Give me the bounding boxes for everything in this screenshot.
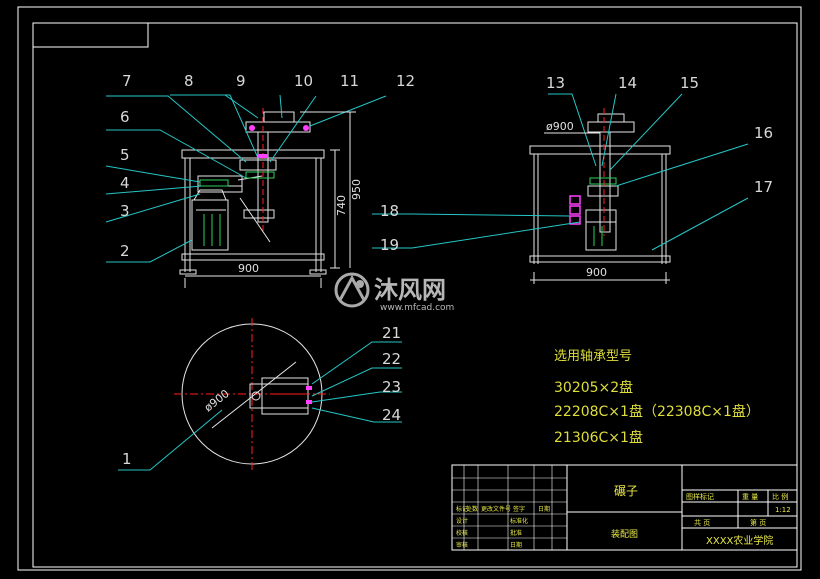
tb-drawing-type: 装配图 xyxy=(611,528,638,540)
balloon-2: 2 xyxy=(120,242,130,260)
tb-approve-label: 批准 xyxy=(510,529,522,537)
watermark-url: www.mfcad.com xyxy=(380,303,454,313)
watermark-brand: 沐风网 xyxy=(374,276,446,304)
dim-side-diameter: ø900 xyxy=(546,120,574,133)
balloon-1: 1 xyxy=(122,450,132,468)
watermark-logo xyxy=(334,272,370,308)
balloon-17: 17 xyxy=(754,178,773,196)
dim-front-950: 950 xyxy=(350,179,363,200)
balloon-7: 7 xyxy=(122,72,132,90)
dim-front-740: 740 xyxy=(335,195,348,216)
front-view: 7 8 9 10 11 12 6 5 4 3 2 900 740 950 xyxy=(105,72,415,288)
tb-weight-header: 重 量 xyxy=(742,493,758,501)
balloon-11: 11 xyxy=(340,72,359,90)
bearing-line-3: 21306C×1盘 xyxy=(554,429,643,446)
balloon-23: 23 xyxy=(382,378,401,396)
balloon-10: 10 xyxy=(294,72,313,90)
tb-change-doc-label: 更改文件号 xyxy=(481,505,511,513)
balloon-18: 18 xyxy=(380,202,399,220)
balloon-12: 12 xyxy=(396,72,415,90)
tb-organization: XXXX农业学院 xyxy=(706,534,773,547)
balloon-22: 22 xyxy=(382,350,401,368)
tb-mark-header: 图样标记 xyxy=(686,492,714,501)
bearing-line-1: 30205×2盘 xyxy=(554,379,633,396)
top-view: 21 22 23 24 1 ø900 xyxy=(118,318,402,471)
tb-review-label: 审核 xyxy=(456,541,468,549)
inner-frame xyxy=(32,22,798,568)
balloon-15: 15 xyxy=(680,74,699,92)
tb-sign-label: 签字 xyxy=(513,505,525,513)
balloon-6: 6 xyxy=(120,108,130,126)
tb-page-number: 第 页 xyxy=(750,518,766,527)
balloon-5: 5 xyxy=(120,146,130,164)
tb-count-label: 处数 xyxy=(466,505,478,513)
balloon-8: 8 xyxy=(184,72,194,90)
corner-code-box xyxy=(32,22,149,48)
tb-drawing-name: 碾子 xyxy=(614,484,638,498)
bearing-notes: 选用轴承型号 30205×2盘 22208C×1盘（22308C×1盘） 213… xyxy=(554,349,760,446)
dim-front-width: 900 xyxy=(238,262,259,275)
tb-scale-value: 1:12 xyxy=(775,506,791,514)
tb-standard-label: 标准化 xyxy=(510,517,528,525)
tb-date-label: 日期 xyxy=(538,505,550,513)
balloon-14: 14 xyxy=(618,74,637,92)
tb-check-label: 校核 xyxy=(456,529,468,537)
balloon-21: 21 xyxy=(382,324,401,342)
balloon-16: 16 xyxy=(754,124,773,142)
tb-total-pages: 共 页 xyxy=(694,518,710,527)
balloon-13: 13 xyxy=(546,74,565,92)
balloon-3: 3 xyxy=(120,202,130,220)
side-view: 13 14 15 16 17 18 19 ø900 900 xyxy=(372,74,773,284)
dim-side-width: 900 xyxy=(586,266,607,279)
balloon-19: 19 xyxy=(380,236,399,254)
tb-design-label: 设计 xyxy=(456,517,468,525)
bearing-line-2: 22208C×1盘（22308C×1盘） xyxy=(554,403,760,420)
balloon-9: 9 xyxy=(236,72,246,90)
bearing-heading: 选用轴承型号 xyxy=(554,349,632,364)
balloon-24: 24 xyxy=(382,406,401,424)
tb-mark-label: 标记 xyxy=(456,505,468,513)
dim-top-diameter: ø900 xyxy=(202,387,232,414)
balloon-4: 4 xyxy=(120,174,130,192)
watermark: 沐风网 www.mfcad.com xyxy=(334,272,454,313)
tb-date-label-2: 日期 xyxy=(510,541,522,549)
tb-scale-header: 比 例 xyxy=(772,492,788,501)
title-block: 标记 处数 更改文件号 签字 日期 设计 校核 审核 标准化 批准 日期 碾子 … xyxy=(451,464,798,551)
outer-frame xyxy=(17,6,802,571)
